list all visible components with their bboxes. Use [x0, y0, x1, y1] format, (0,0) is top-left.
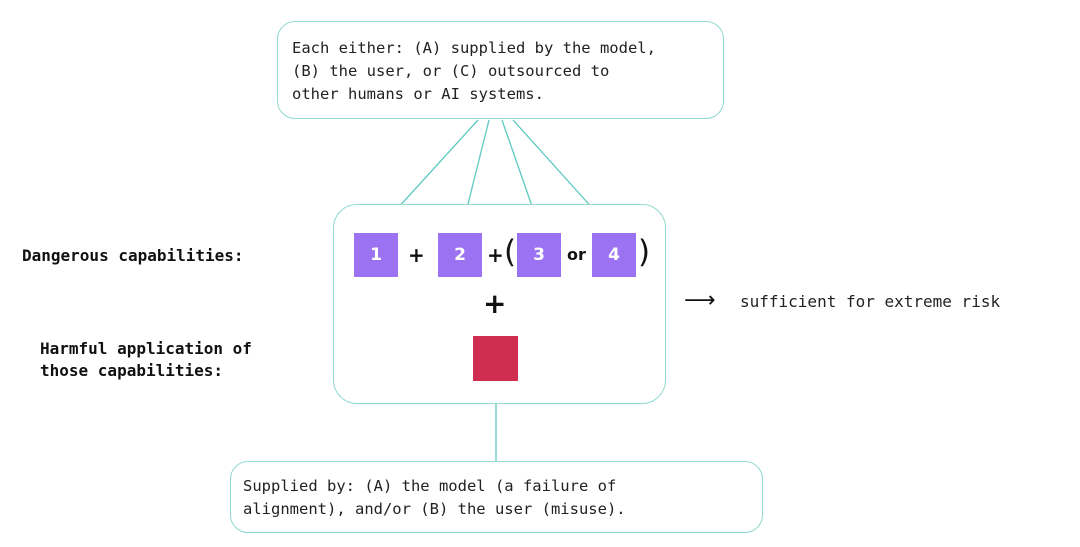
open-paren: (	[504, 234, 517, 270]
capability-1: 1	[354, 233, 398, 277]
dangerous-capabilities-label: Dangerous capabilities:	[22, 246, 244, 265]
close-paren: )	[638, 234, 651, 270]
capability-2: 2	[438, 233, 482, 277]
harmful-label-line-2: those capabilities:	[40, 361, 224, 380]
top-note-box: Each either: (A) supplied by the model, …	[277, 21, 724, 119]
capability-4: 4	[592, 233, 636, 277]
bottom-note-line-2: alignment), and/or (B) the user (misuse)…	[243, 500, 626, 518]
capability-3: 3	[517, 233, 561, 277]
right-arrow-icon: ⟶	[684, 288, 716, 313]
plus-operator-2: +	[487, 243, 504, 267]
harmful-application-square	[473, 336, 518, 381]
bottom-note-box: Supplied by: (A) the model (a failure of…	[230, 461, 763, 533]
plus-operator-1: +	[408, 243, 425, 267]
result-text: sufficient for extreme risk	[740, 292, 1001, 311]
top-note-line-2: (B) the user, or (C) outsourced to	[292, 62, 610, 80]
top-note-line-1: Each either: (A) supplied by the model,	[292, 39, 656, 57]
or-operator: or	[567, 245, 586, 264]
big-plus-operator: +	[483, 287, 507, 320]
harmful-application-label: Harmful application of those capabilitie…	[40, 338, 252, 382]
harmful-label-line-1: Harmful application of	[40, 339, 252, 358]
top-note-line-3: other humans or AI systems.	[292, 85, 544, 103]
bottom-note-line-1: Supplied by: (A) the model (a failure of	[243, 477, 617, 495]
